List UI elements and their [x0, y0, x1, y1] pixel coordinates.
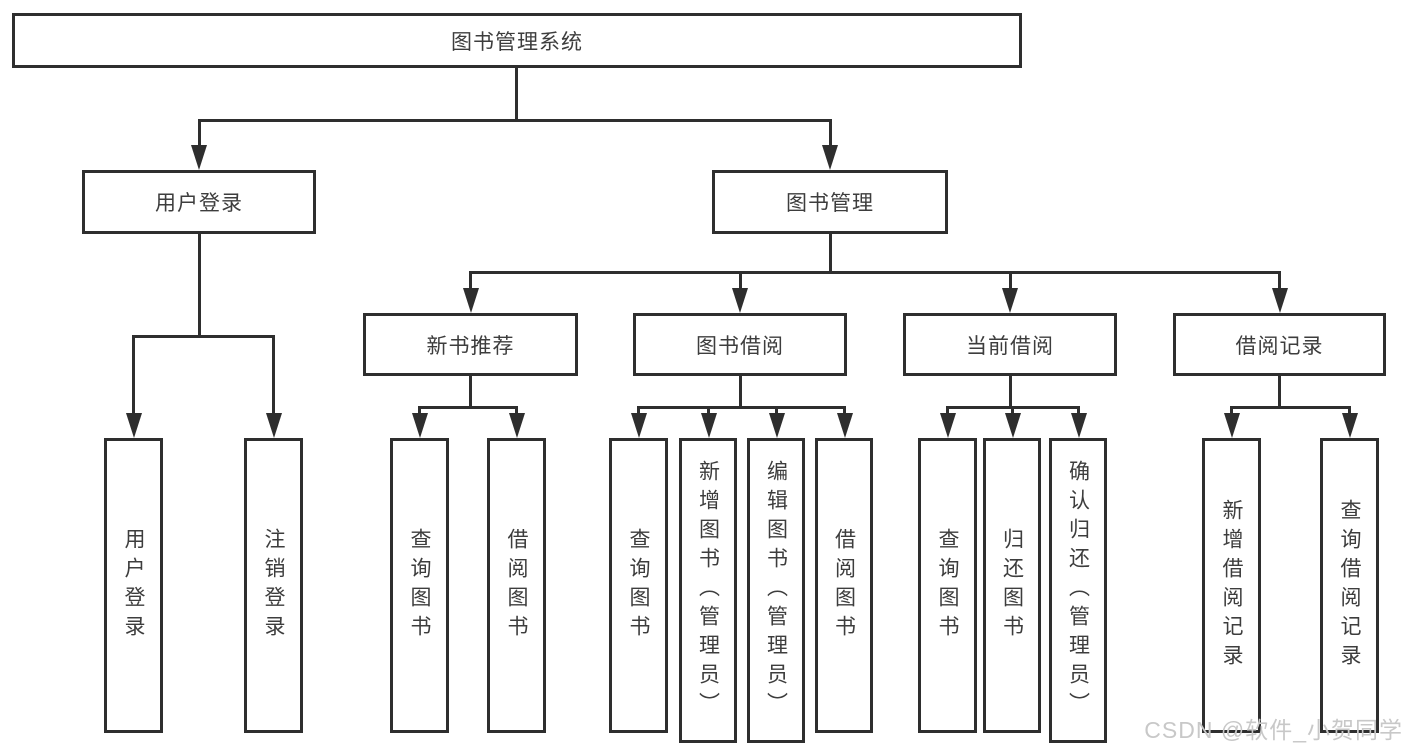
- node-label: 查询借阅记录: [1338, 498, 1361, 673]
- csdn-watermark: CSDN @软件_小贺同学: [1144, 717, 1403, 743]
- connector-line: [469, 271, 472, 291]
- connector-line: [418, 406, 421, 416]
- node-new-book-recommendation: 新书推荐: [363, 313, 578, 376]
- arrow-down-icon: [411, 413, 428, 438]
- connector-line: [828, 119, 832, 148]
- node-label: 图书管理: [786, 192, 874, 215]
- node-library-management-system: 图书管理系统: [12, 13, 1022, 68]
- leaf-return-books: 归还图书: [983, 438, 1041, 733]
- arrow-down-icon: [1341, 413, 1358, 438]
- node-label: 用户登录: [122, 527, 145, 644]
- connector-line: [1278, 271, 1281, 291]
- leaf-query-books-borrow: 查询图书: [609, 438, 668, 733]
- node-label: 当前借阅: [966, 334, 1054, 358]
- arrow-down-icon: [462, 288, 479, 313]
- leaf-user-login: 用户登录: [104, 438, 163, 733]
- node-label: 图书管理系统: [451, 30, 583, 54]
- connector-line: [843, 406, 846, 416]
- connector-line: [738, 376, 742, 409]
- leaf-edit-books-admin: 编辑图书（管理员）: [747, 438, 805, 743]
- node-borrowing-records: 借阅记录: [1173, 313, 1386, 376]
- leaf-add-books-admin: 新增图书（管理员）: [679, 438, 737, 743]
- node-label: 借阅图书: [505, 527, 528, 644]
- leaf-borrow-books: 借阅图书: [815, 438, 873, 733]
- connector-line: [637, 406, 846, 409]
- leaf-borrow-books-recommend: 借阅图书: [487, 438, 546, 733]
- connector-line: [1008, 376, 1012, 409]
- connector-line: [775, 406, 778, 416]
- connector-line: [515, 406, 518, 416]
- node-label: 确认归还（管理员）: [1066, 460, 1090, 721]
- node-label: 借阅图书: [832, 527, 856, 644]
- node-label: 图书借阅: [696, 334, 784, 358]
- leaf-query-books-recommend: 查询图书: [390, 438, 449, 733]
- leaf-add-borrow-record: 新增借阅记录: [1202, 438, 1261, 733]
- connector-line: [1230, 406, 1233, 416]
- arrow-down-icon: [700, 413, 717, 438]
- node-book-management-module: 图书管理: [712, 170, 948, 234]
- arrow-down-icon: [1223, 413, 1240, 438]
- connector-line: [418, 406, 518, 409]
- node-label: 查询图书: [408, 527, 431, 644]
- connector-line: [738, 271, 742, 291]
- leaf-confirm-return-admin: 确认归还（管理员）: [1049, 438, 1107, 743]
- connector-line: [272, 335, 275, 416]
- node-label: 查询图书: [627, 527, 650, 644]
- arrow-down-icon: [768, 413, 785, 438]
- leaf-query-borrow-record: 查询借阅记录: [1320, 438, 1379, 733]
- connector-line: [1230, 406, 1351, 409]
- node-label: 注销登录: [262, 527, 285, 644]
- arrow-down-icon: [1070, 413, 1087, 438]
- leaf-query-books-current: 查询图书: [918, 438, 977, 733]
- connector-line: [197, 119, 201, 148]
- connector-line: [514, 68, 518, 122]
- connector-line: [1348, 406, 1351, 416]
- connector-line: [1278, 376, 1281, 409]
- arrow-down-icon: [822, 145, 838, 170]
- arrow-down-icon: [191, 145, 207, 170]
- arrow-down-icon: [1004, 413, 1021, 438]
- node-user-login-module: 用户登录: [82, 170, 316, 234]
- arrow-down-icon: [630, 413, 647, 438]
- connector-line: [828, 233, 832, 274]
- node-current-borrowing: 当前借阅: [903, 313, 1117, 376]
- connector-line: [1008, 271, 1012, 291]
- node-label: 归还图书: [1000, 527, 1024, 644]
- node-label: 新增图书（管理员）: [696, 460, 720, 721]
- arrow-down-icon: [1002, 288, 1018, 313]
- node-label: 用户登录: [155, 192, 243, 215]
- connector-line: [197, 119, 832, 122]
- node-label: 新增借阅记录: [1220, 498, 1243, 673]
- connector-line: [946, 406, 949, 416]
- connector-line: [1077, 406, 1080, 416]
- node-book-borrowing: 图书借阅: [633, 313, 847, 376]
- connector-line: [132, 335, 275, 338]
- arrow-down-icon: [939, 413, 956, 438]
- arrow-down-icon: [508, 413, 525, 438]
- connector-line: [707, 406, 710, 416]
- arrow-down-icon: [265, 413, 282, 438]
- connector-line: [132, 335, 135, 416]
- connector-line: [469, 271, 1281, 274]
- connector-line: [1011, 406, 1014, 416]
- arrow-down-icon: [732, 288, 748, 313]
- node-label: 查询图书: [936, 527, 959, 644]
- connector-line: [197, 234, 201, 338]
- node-label: 借阅记录: [1235, 334, 1324, 358]
- leaf-logout: 注销登录: [244, 438, 303, 733]
- arrow-down-icon: [125, 413, 142, 438]
- arrow-down-icon: [836, 413, 853, 438]
- connector-line: [637, 406, 640, 416]
- arrow-down-icon: [1271, 288, 1288, 313]
- node-label: 新书推荐: [426, 334, 515, 358]
- connector-line: [469, 376, 472, 409]
- node-label: 编辑图书（管理员）: [764, 460, 788, 721]
